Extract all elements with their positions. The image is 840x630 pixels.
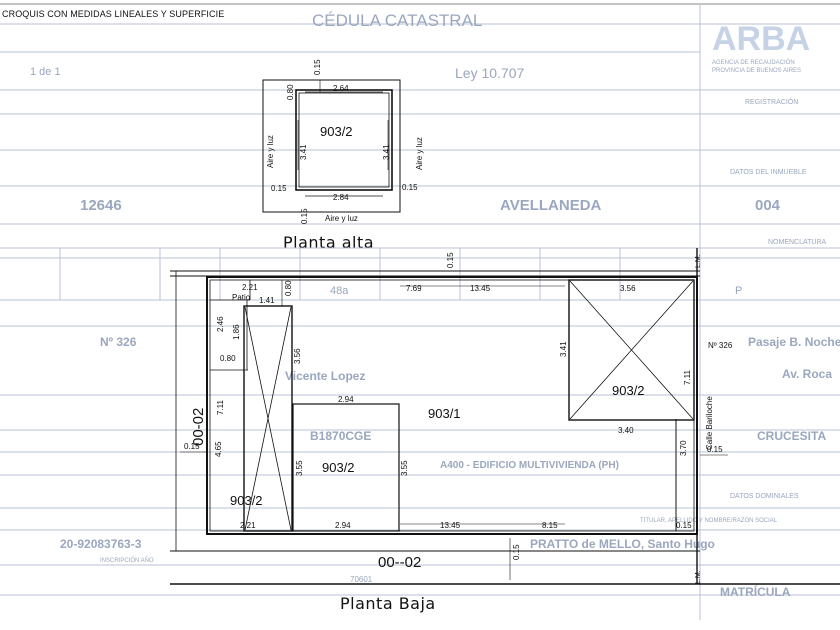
- upper-dim: 3.41: [299, 144, 308, 160]
- dim-label: 0.80: [284, 280, 293, 296]
- dim-label: 8.15: [542, 521, 558, 530]
- upper-dim: 0.15: [402, 183, 418, 192]
- dim-label: 1.41: [259, 296, 275, 305]
- upper-unit-label: 903/2: [320, 124, 353, 139]
- dim-label: 3.56: [293, 348, 302, 364]
- bg-street2: Av. Roca: [782, 367, 832, 381]
- bg-partida: 12646: [80, 197, 122, 214]
- dim-label: 1.86: [232, 324, 241, 340]
- bg-sheet: 1 de 1: [30, 66, 61, 78]
- dim-label: 0.15: [707, 445, 723, 454]
- dim-label: 2.21: [242, 283, 258, 292]
- dim-label: 13.45: [440, 521, 461, 530]
- bg-datos-inmueble: DATOS DEL INMUEBLE: [730, 169, 807, 176]
- bg-logo: ARBA: [712, 20, 810, 58]
- background-form: CÉDULA CATASTRAL Ley 10.707 1 de 1 ARBA …: [0, 3, 840, 620]
- upper-dim: 2.64: [333, 84, 349, 93]
- bg-localidad: CRUCESITA: [757, 429, 826, 443]
- dim-label: 0.15: [446, 252, 455, 268]
- upper-airlight-label: Aire y luz: [325, 214, 358, 223]
- dim-label: 3.40: [618, 426, 634, 435]
- bg-titular-name: PRATTO de MELLO, Santo Hugo: [530, 537, 715, 551]
- bg-street1: Pasaje B. Noche: [748, 335, 840, 349]
- bg-cedula: CÉDULA CATASTRAL: [312, 11, 482, 30]
- sheet-header: CROQUIS CON MEDIDAS LINEALES Y SUPERFICI…: [2, 9, 225, 19]
- bg-inscripcion: INSCRIPCIÓN AÑO: [100, 557, 154, 564]
- upper-dim: 0.80: [286, 84, 295, 100]
- bg-matricula: MATRÍCULA: [720, 584, 791, 599]
- upper-dim: 0.15: [300, 208, 309, 224]
- upper-dim: 0.15: [313, 59, 322, 75]
- dim-label: 3.55: [400, 460, 409, 476]
- calle-label: Calle Bariloche: [705, 396, 714, 450]
- dim-label: 3.70: [679, 440, 688, 456]
- bg-nomenclatura: NOMENCLATURA: [768, 239, 827, 246]
- upper-plan: [262, 79, 401, 213]
- upper-dim: 3.41: [382, 144, 391, 160]
- dim-label: 4.65: [214, 441, 223, 457]
- bg-datos-dominiales: DATOS DOMINIALES: [730, 493, 799, 500]
- lower-plan-labels: 903/1 903/2 903/2 903/2 Patio 00-02 00--…: [184, 252, 733, 584]
- bg-partido-name: AVELLANEDA: [500, 197, 602, 214]
- bg-ley: Ley 10.707: [455, 65, 524, 81]
- bg-seccion: P: [735, 285, 742, 297]
- title-planta-alta: Planta alta: [283, 233, 375, 252]
- unit-903-1-label: 903/1: [428, 406, 461, 421]
- bg-manzana: 48a: [330, 285, 349, 297]
- bg-edificio: A400 - EDIFICIO MULTIVIVIENDA (PH): [440, 460, 619, 471]
- dim-label: 2.46: [216, 316, 225, 332]
- dim-label: 7.11: [683, 369, 692, 385]
- street-number-label: Nº 326: [708, 341, 733, 350]
- upper-dim: 2.84: [333, 193, 349, 202]
- bg-street-no: Nº 326: [100, 335, 137, 349]
- dim-label: 0.15: [184, 442, 200, 451]
- dim-label: 0.80: [220, 354, 236, 363]
- dim-label: 0.15: [676, 521, 692, 530]
- dim-label: 0.15: [512, 544, 521, 560]
- lm-top-label: L.M.: [695, 254, 702, 268]
- bg-cp: B1870CGE: [310, 429, 371, 443]
- lower-plan: [170, 248, 840, 585]
- patio-label: Patio: [232, 293, 251, 302]
- dim-label: 2.94: [338, 395, 354, 404]
- street-side-label: 00-02: [190, 408, 207, 446]
- title-planta-baja: Planta Baja: [340, 594, 436, 613]
- dim-label: 7.69: [406, 284, 422, 293]
- upper-airlight-label: Aire y luz: [266, 135, 275, 168]
- bg-street3: Vicente Lopez: [285, 369, 365, 383]
- bg-registracion: REGISTRACIÓN: [745, 97, 798, 106]
- lm-bottom-label: L.M.: [695, 570, 702, 584]
- bg-cuit: 20-92083763-3: [60, 537, 142, 551]
- street-bottom-label: 00--02: [378, 554, 421, 571]
- bg-agency1: AGENCIA DE RECAUDACIÓN: [712, 59, 795, 66]
- upper-airlight-label: Aire y luz: [415, 137, 424, 170]
- upper-dim: 0.15: [271, 184, 287, 193]
- dim-label: 2.94: [335, 521, 351, 530]
- bg-agency2: PROVINCIA DE BUENOS AIRES: [712, 68, 801, 74]
- upper-plan-labels: 903/2 0.15 0.80 2.64 3.41 3.41 0.15 2.84…: [266, 59, 424, 224]
- unit-903-2-right-label: 903/2: [612, 383, 645, 398]
- dim-label: 7.11: [216, 399, 225, 415]
- bg-partido-code: 004: [755, 197, 781, 214]
- dim-label: 3.41: [559, 341, 568, 357]
- dim-label: 2.21: [240, 521, 256, 530]
- dim-label: 3.56: [620, 284, 636, 293]
- bg-matricula-no: 70601: [350, 575, 373, 584]
- unit-903-2-mid-label: 903/2: [322, 460, 355, 475]
- dim-label: 3.55: [295, 460, 304, 476]
- bg-titular: TITULAR, APELLIDO Y NOMBRE/RAZÓN SOCIAL: [640, 517, 778, 524]
- dim-label: 13.45: [470, 284, 491, 293]
- unit-903-2-left-label: 903/2: [230, 493, 263, 508]
